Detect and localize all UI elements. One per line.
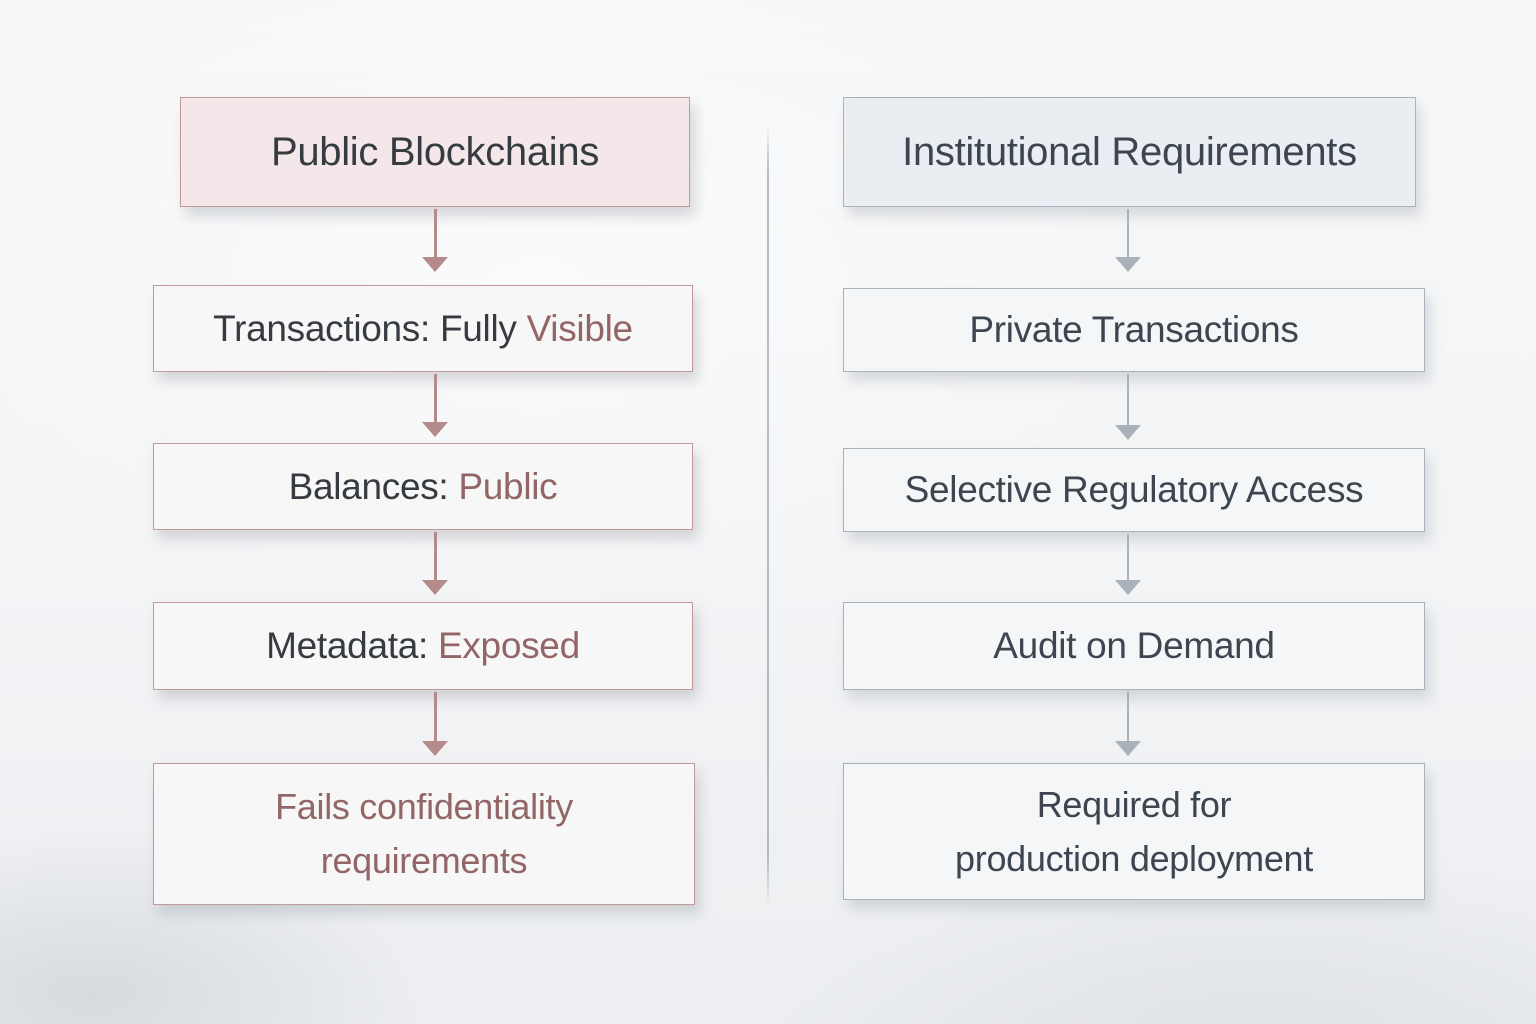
node-institutional-requirements: Institutional Requirements [843, 97, 1416, 207]
arrow-head [422, 580, 448, 595]
node-fails-confidentiality: Fails confidentiality requirements [153, 763, 695, 905]
arrow-down-icon [1115, 534, 1141, 595]
arrow-stem [433, 692, 437, 741]
arrow-stem [1126, 692, 1130, 741]
arrow-head [1115, 257, 1141, 272]
arrow-down-icon [422, 692, 448, 756]
node-label: Private Transactions [969, 309, 1299, 350]
arrow-down-icon [1115, 209, 1141, 272]
node-label: Institutional Requirements [902, 129, 1357, 174]
label-line-2: requirements [320, 840, 528, 881]
arrow-stem [433, 532, 437, 580]
node-selective-regulatory-access: Selective Regulatory Access [843, 448, 1425, 532]
arrow-head [1115, 741, 1141, 756]
node-label: Required for production deployment [955, 778, 1313, 886]
arrow-stem [1126, 534, 1130, 580]
arrow-down-icon [1115, 692, 1141, 756]
label-line-1: Required for [1036, 783, 1232, 825]
node-private-transactions: Private Transactions [843, 288, 1425, 372]
node-required-production: Required for production deployment [843, 763, 1425, 900]
arrow-stem [433, 374, 437, 422]
node-metadata-exposed: Metadata: Exposed [153, 602, 693, 690]
node-label: Public Blockchains [270, 129, 600, 174]
arrow-down-icon [422, 374, 448, 437]
node-label: Fails confidentiality requirements [275, 780, 573, 888]
arrow-down-icon [422, 209, 448, 272]
label-line-2: production deployment [955, 837, 1313, 879]
arrow-head [422, 422, 448, 437]
label-prefix: Transactions: Fully [213, 307, 527, 349]
node-audit-on-demand: Audit on Demand [843, 602, 1425, 690]
node-label: Transactions: Fully Visible [213, 308, 633, 350]
node-public-blockchains: Public Blockchains [180, 97, 690, 207]
arrow-head [1115, 425, 1141, 440]
label-prefix: Metadata: [266, 625, 438, 666]
node-label: Selective Regulatory Access [904, 469, 1364, 510]
label-accent: Public [458, 465, 558, 507]
node-transactions-visible: Transactions: Fully Visible [153, 285, 693, 372]
arrow-stem [433, 209, 437, 257]
label-accent: Visible [526, 307, 634, 349]
arrow-down-icon [422, 532, 448, 595]
node-label: Metadata: Exposed [266, 625, 580, 667]
label-line-1: Fails confidentiality [275, 786, 573, 827]
column-divider [767, 125, 769, 905]
arrow-stem [1126, 209, 1130, 257]
arrow-head [1115, 580, 1141, 595]
node-label: Audit on Demand [993, 625, 1275, 666]
arrow-stem [1126, 374, 1130, 425]
arrow-head [422, 257, 448, 272]
node-balances-public: Balances: Public [153, 443, 693, 530]
arrow-head [422, 741, 448, 756]
label-prefix: Balances: [288, 465, 459, 507]
label-accent: Exposed [437, 625, 580, 666]
arrow-down-icon [1115, 374, 1141, 440]
node-label: Balances: Public [289, 466, 558, 508]
